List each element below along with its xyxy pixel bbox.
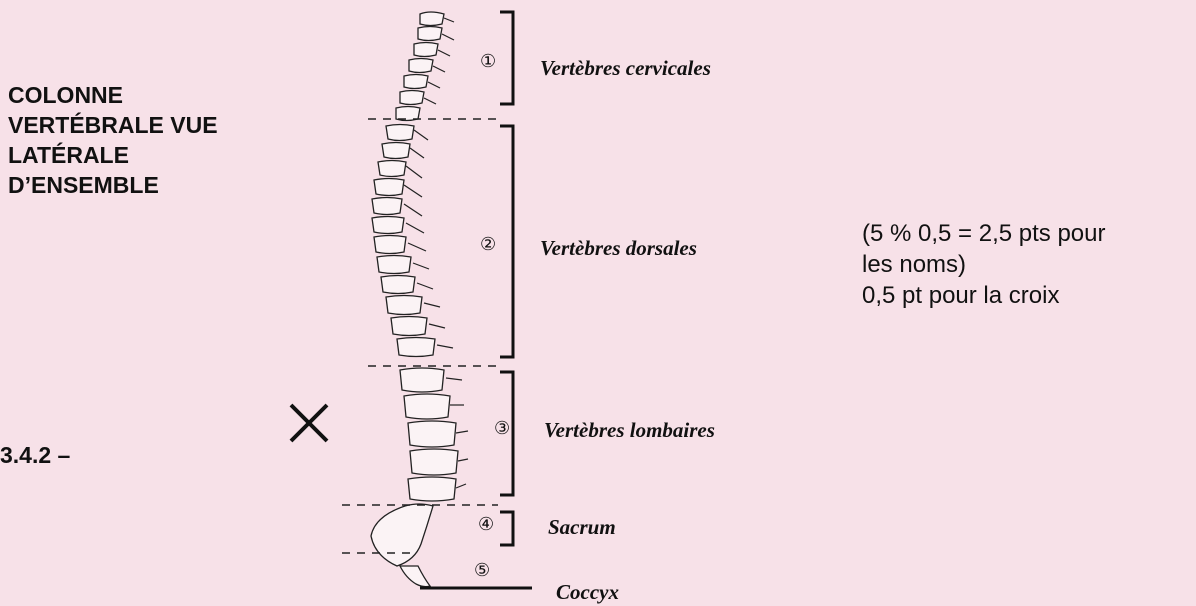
note-line: les noms) [862, 249, 1105, 280]
scoring-note: (5 % 0,5 = 2,5 pts pour les noms) 0,5 pt… [862, 218, 1105, 311]
region-label: Sacrum [548, 515, 616, 540]
region-number: ⑤ [474, 560, 490, 581]
note-line: (5 % 0,5 = 2,5 pts pour [862, 218, 1105, 249]
region-label: Vertèbres cervicales [540, 56, 711, 81]
region-label: Vertèbres dorsales [540, 236, 697, 261]
region-label: Vertèbres lombaires [544, 418, 715, 443]
region-number: ① [480, 51, 496, 72]
region-number: ④ [478, 514, 494, 535]
region-number: ② [480, 234, 496, 255]
region-label: Coccyx [556, 580, 619, 605]
spine-illustration [371, 12, 458, 587]
note-line: 0,5 pt pour la croix [862, 280, 1105, 311]
region-number: ③ [494, 418, 510, 439]
